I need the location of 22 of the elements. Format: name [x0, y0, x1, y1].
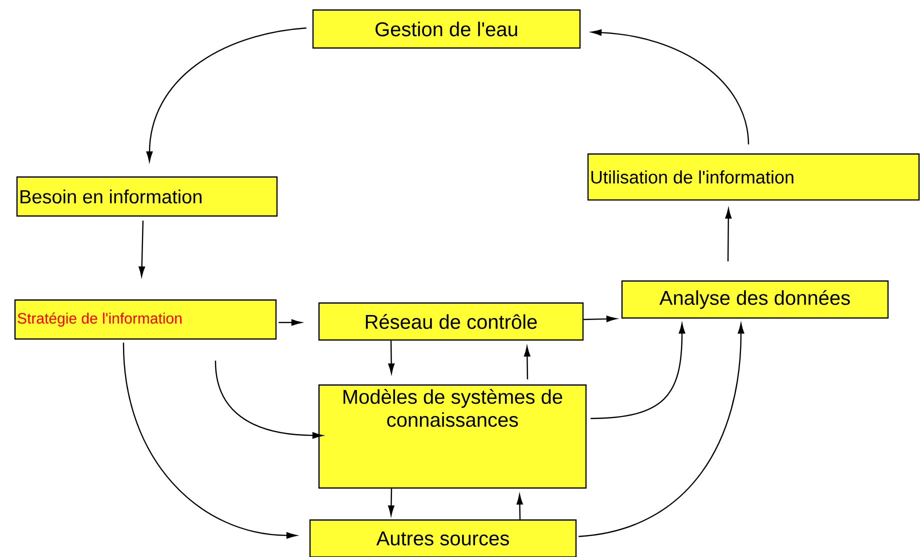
arrow: [388, 488, 394, 516]
arrow: [590, 323, 686, 420]
arrow: [278, 319, 302, 326]
arrow: [146, 27, 306, 162]
process-box: Besoin en information: [16, 176, 278, 217]
arrow: [388, 340, 395, 374]
process-box: Réseau de contrôle: [318, 302, 584, 341]
process-box: Stratégie de l'information: [14, 299, 277, 340]
process-box: Autres sources: [309, 519, 577, 557]
arrow: [524, 346, 530, 380]
process-box: Analyse des données: [621, 280, 889, 319]
arrow: [516, 494, 523, 520]
process-box: Gestion de l'eau: [312, 9, 581, 49]
arrow: [578, 323, 744, 538]
arrow: [591, 29, 750, 144]
arrow: [138, 220, 146, 277]
process-box: Modèles de systèmes de connaissances: [318, 384, 587, 489]
arrow: [214, 360, 323, 439]
arrow: [725, 208, 732, 262]
process-box: Utilisation de l'information: [587, 153, 920, 201]
arrow: [122, 342, 297, 539]
arrow: [584, 316, 617, 322]
